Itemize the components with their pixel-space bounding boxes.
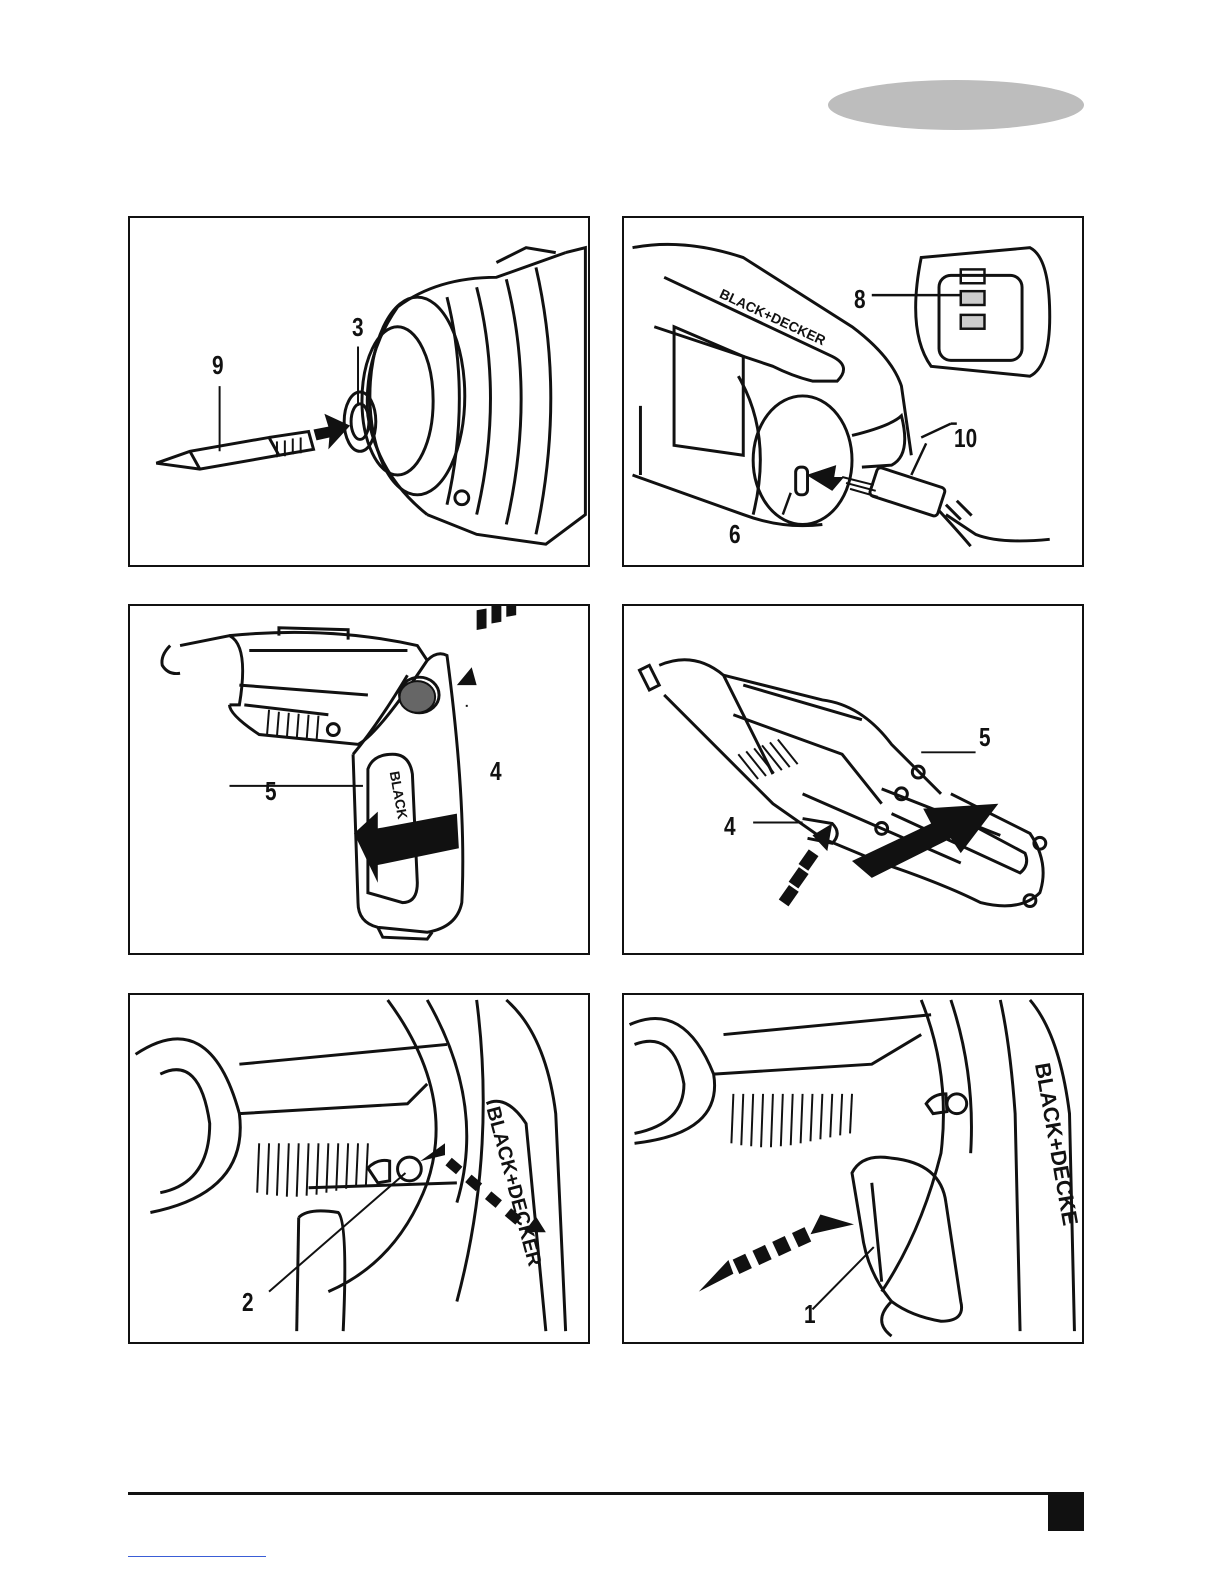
callout-3: 3 — [352, 314, 364, 340]
callout-2: 2 — [242, 1289, 254, 1315]
callout-5: 5 — [979, 724, 991, 750]
figure-f: BLACK+DECKE 1 — [622, 993, 1084, 1344]
callout-8: 8 — [854, 286, 866, 312]
figure-d-drawing — [624, 606, 1082, 953]
figure-e: BLACK+DECKER 2 — [128, 993, 590, 1344]
push-arrow-dashes — [779, 849, 819, 906]
handle-brand-text: BLACK — [387, 770, 411, 820]
figure-b: BLACK+DECKER 8 10 6 — [622, 216, 1084, 567]
figure-f-drawing: BLACK+DECKE — [624, 995, 1082, 1342]
press-arrow-dashes — [477, 606, 517, 630]
in-arrow-head — [810, 1214, 853, 1234]
push-arrow-head — [812, 823, 832, 851]
charge-indicator-light-2 — [961, 291, 985, 305]
language-tab — [828, 80, 1084, 130]
figure-b-drawing: BLACK+DECKER — [624, 218, 1082, 565]
trigger-arrow-dashes — [733, 1227, 812, 1274]
rotate-arrow — [354, 812, 459, 883]
press-arrow-head — [457, 667, 477, 685]
tool-brand-text: BLACK+DECKER — [717, 285, 828, 348]
figure-d: 5 4 — [622, 604, 1084, 955]
figure-c: BLACK 4 5 — [128, 604, 590, 955]
callout-5: 5 — [265, 778, 277, 804]
plug-arrow — [807, 465, 845, 491]
page-number-box — [1048, 1495, 1084, 1531]
footer-rule — [128, 1492, 1084, 1495]
charge-indicator-light-3 — [961, 315, 985, 329]
figure-c-drawing: BLACK — [130, 606, 588, 953]
callout-4: 4 — [724, 813, 736, 839]
callout-10: 10 — [954, 425, 977, 451]
straighten-arrow — [852, 804, 998, 878]
callout-6: 6 — [729, 521, 741, 547]
side-brand-text: BLACK+DECKE — [1030, 1061, 1082, 1228]
lock-button — [400, 681, 436, 713]
out-arrow-head — [699, 1260, 734, 1292]
figure-e-drawing: BLACK+DECKER — [130, 995, 588, 1342]
callout-1: 1 — [804, 1301, 816, 1327]
figure-a: 9 3 — [128, 216, 590, 567]
figure-a-drawing — [130, 218, 588, 565]
grip-brand-text: BLACK+DECKER — [482, 1104, 546, 1268]
footer-link-underline[interactable] — [128, 1556, 266, 1557]
callout-9: 9 — [212, 352, 224, 378]
callout-4: 4 — [490, 758, 502, 784]
